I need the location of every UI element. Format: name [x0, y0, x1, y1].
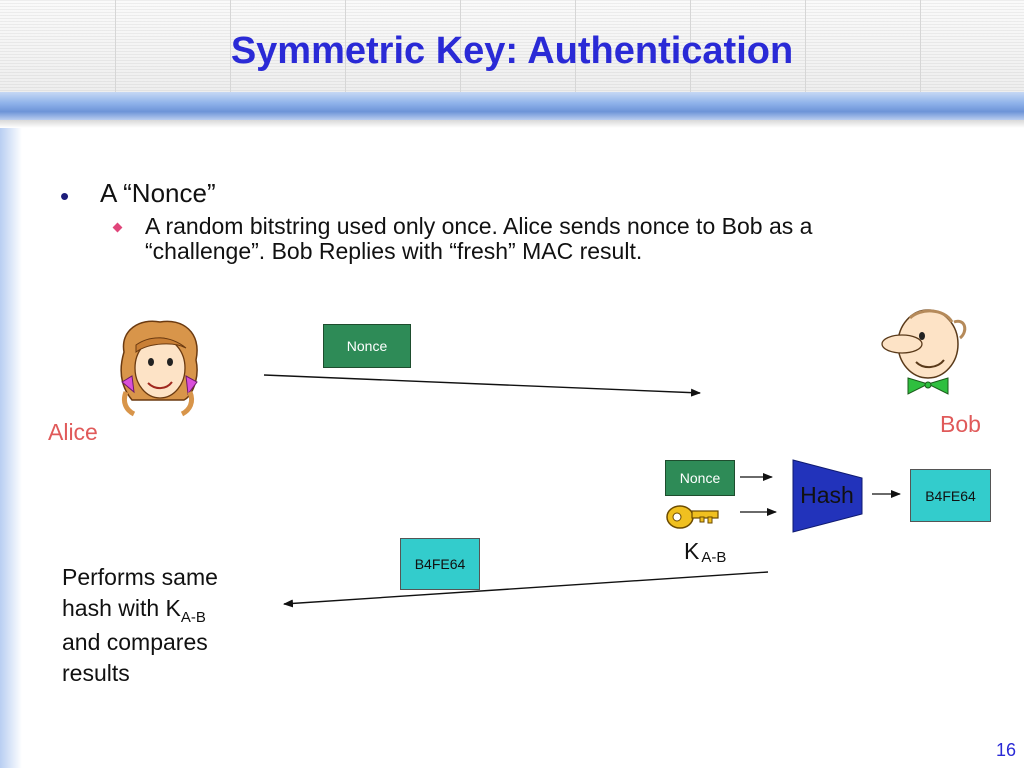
alice-note-line: hash with KA-B	[62, 593, 218, 627]
header-divider	[230, 0, 231, 92]
header-divider	[345, 0, 346, 92]
challenge-arrow	[263, 374, 701, 397]
slide-title: Symmetric Key: Authentication	[230, 30, 794, 72]
header-divider	[805, 0, 806, 92]
hash-label: Hash	[800, 482, 854, 508]
bullet-text: A “Nonce”	[100, 178, 216, 208]
reply-mac-box: B4FE64	[400, 538, 480, 590]
key-subscript: A-B	[701, 549, 727, 566]
header-divider	[575, 0, 576, 92]
left-gradient-edge	[0, 128, 22, 768]
key-icon	[666, 505, 719, 529]
header-divider	[460, 0, 461, 92]
alice-note-line: and compares	[62, 629, 208, 655]
alice-note-line: results	[62, 660, 130, 686]
nonce-hash-input-box: Nonce	[665, 460, 735, 496]
sub-bullet-text: A random bitstring used only once. Alice…	[145, 213, 813, 264]
header-divider	[920, 0, 921, 92]
alice-note-line: Performs same	[62, 564, 218, 590]
nonce-message-box: Nonce	[323, 324, 411, 368]
alice-note-text: hash with K	[62, 595, 181, 621]
header-shadow	[0, 120, 1024, 128]
hash-result-box: B4FE64	[910, 469, 991, 522]
header-band	[0, 92, 1024, 120]
alice-label: Alice	[48, 419, 98, 445]
header-divider	[115, 0, 116, 92]
alice-cartoon-icon	[120, 320, 198, 417]
alice-note-subscript: A-B	[180, 609, 206, 626]
response-arrow	[283, 571, 769, 608]
hash-shape	[792, 459, 863, 533]
slide-header: Symmetric Key: Authentication	[0, 0, 1024, 92]
bob-label: Bob	[940, 411, 981, 437]
key-letter: K	[684, 538, 700, 564]
page-number: 16	[995, 740, 1016, 760]
bob-cartoon-icon	[881, 309, 967, 395]
header-divider	[690, 0, 691, 92]
bullet-marker: •	[60, 181, 70, 211]
alice-note: Performs same hash with KA-B and compare…	[62, 562, 218, 689]
